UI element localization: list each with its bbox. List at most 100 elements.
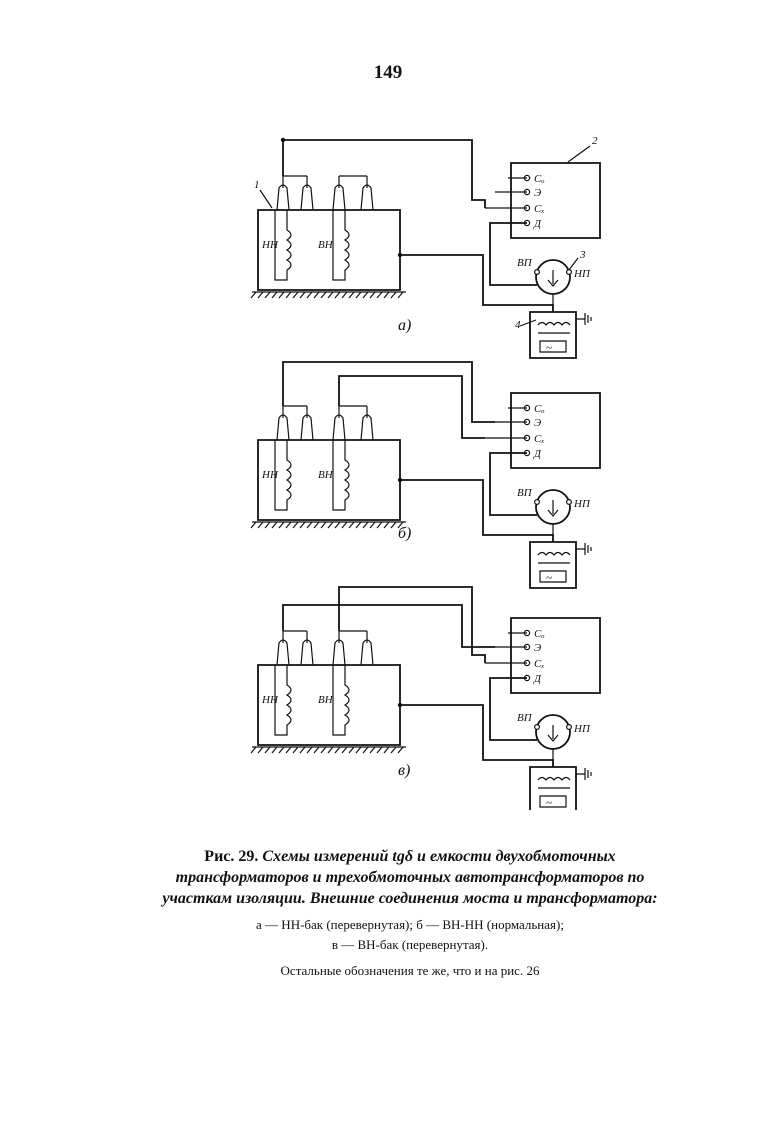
bushing-4 bbox=[360, 639, 374, 666]
transformer-tank bbox=[257, 439, 401, 521]
source-ground bbox=[576, 543, 592, 555]
wire-switch-to-source bbox=[482, 285, 554, 312]
ground-hatch bbox=[250, 521, 257, 529]
transformer-tank bbox=[257, 209, 401, 291]
ground-hatch bbox=[341, 291, 348, 299]
ground-hatch bbox=[341, 746, 348, 754]
ground-hatch bbox=[341, 521, 348, 529]
test-transformer-primary bbox=[537, 776, 571, 781]
switch-vp-label: ВП bbox=[517, 487, 533, 499]
test-transformer-secondary bbox=[539, 795, 567, 808]
bridge-terminal-d-label: Д bbox=[533, 448, 542, 460]
ground-hatch bbox=[334, 746, 341, 754]
switch-terminal-vp bbox=[533, 724, 540, 731]
caption-legend-line-2: в — ВН-бак (перевернутая). bbox=[331, 937, 489, 952]
bushing-2 bbox=[300, 639, 314, 666]
lv-winding-label: НН bbox=[261, 469, 279, 481]
callout-3-leader bbox=[568, 257, 579, 271]
callout-3: 3 bbox=[579, 249, 586, 261]
ground-hatch bbox=[285, 291, 292, 299]
wire-d-to-switch bbox=[489, 452, 537, 516]
ground-hatch bbox=[362, 521, 369, 529]
ground-hatch bbox=[271, 746, 278, 754]
ground-hatch bbox=[271, 521, 278, 529]
switch-arrow bbox=[547, 500, 559, 517]
wire-tank-to-switch bbox=[400, 479, 484, 515]
ground-hatch bbox=[369, 746, 376, 754]
caption-note: Остальные обозначения те же, что и на ри… bbox=[280, 963, 540, 978]
ground-hatch bbox=[376, 746, 383, 754]
switch-terminal-np bbox=[565, 724, 572, 731]
bridge-terminal-co-label: Сₒ bbox=[534, 173, 544, 185]
caption-title: Рис. 29. Схемы измерений tgδ и емкости д… bbox=[150, 846, 670, 909]
ground-hatch bbox=[383, 521, 390, 529]
figure-caption: Рис. 29. Схемы измерений tgδ и емкости д… bbox=[150, 846, 670, 981]
lv-winding bbox=[274, 440, 292, 511]
ground-hatch bbox=[390, 291, 397, 299]
ground-hatch bbox=[320, 521, 327, 529]
ground-hatch bbox=[355, 746, 362, 754]
ground-hatch bbox=[264, 291, 271, 299]
wire-tank-to-switch bbox=[400, 704, 484, 740]
ground-hatch bbox=[348, 521, 355, 529]
ground-hatch bbox=[320, 746, 327, 754]
wire-lv-to-e bbox=[282, 361, 495, 423]
wire-hv-to-cx bbox=[338, 375, 485, 439]
lv-winding-label: НН bbox=[261, 239, 279, 251]
ground-hatch bbox=[390, 521, 397, 529]
switch-vp-label: ВП bbox=[517, 257, 533, 269]
hv-winding bbox=[332, 440, 350, 511]
transformer-tank bbox=[257, 664, 401, 746]
wire-tank-to-switch bbox=[400, 254, 484, 285]
ground-hatch bbox=[376, 291, 383, 299]
ground-hatch bbox=[306, 746, 313, 754]
ground-hatch bbox=[376, 521, 383, 529]
bridge-terminal-cx-label: Сₓ bbox=[534, 658, 544, 670]
ground-hatch bbox=[257, 746, 264, 754]
bridge-terminal-cx-label: Сₓ bbox=[534, 203, 544, 215]
test-transformer-box bbox=[529, 541, 577, 589]
hv-winding bbox=[332, 665, 350, 736]
ground-hatch bbox=[348, 291, 355, 299]
bushing-1 bbox=[276, 639, 290, 666]
ground-hatch bbox=[313, 521, 320, 529]
tank-connection-dot bbox=[397, 252, 403, 258]
ground-hatch bbox=[334, 521, 341, 529]
ground-hatch bbox=[369, 291, 376, 299]
ground-hatch bbox=[299, 746, 306, 754]
switch-np-label: НП bbox=[573, 723, 591, 735]
callout-1-leader bbox=[259, 189, 273, 209]
ground-hatch bbox=[362, 746, 369, 754]
bridge-terminal-co-label: Сₒ bbox=[534, 628, 544, 640]
ground-hatch bbox=[257, 521, 264, 529]
wire-hv-to-cx bbox=[338, 586, 486, 663]
ground-hatch bbox=[278, 746, 285, 754]
lv-winding-label: НН bbox=[261, 694, 279, 706]
bridge-box bbox=[510, 392, 601, 469]
bridge-terminal-e-label: Э bbox=[534, 417, 541, 429]
ground-hatch bbox=[264, 746, 271, 754]
page-number: 149 bbox=[373, 62, 403, 83]
ground-hatch bbox=[306, 291, 313, 299]
ground-hatch bbox=[390, 746, 397, 754]
source-ground bbox=[576, 313, 592, 325]
switch-terminal-vp bbox=[533, 499, 540, 506]
caption-figure-number: Рис. 29. bbox=[204, 848, 259, 865]
wire-lv-to-cx bbox=[282, 139, 486, 208]
bridge-terminal-d-label: Д bbox=[533, 673, 542, 685]
ground-hatch bbox=[355, 291, 362, 299]
ground-hatch bbox=[278, 521, 285, 529]
bushing-1 bbox=[276, 184, 290, 211]
bushing-3 bbox=[332, 184, 346, 211]
ground-hatch bbox=[369, 521, 376, 529]
bushing-2 bbox=[300, 414, 314, 441]
ground-hatch bbox=[271, 291, 278, 299]
test-transformer-primary bbox=[537, 321, 571, 326]
test-transformer-box bbox=[529, 766, 577, 810]
switch-terminal-np bbox=[565, 269, 572, 276]
ground-hatch bbox=[348, 746, 355, 754]
switch-terminal-np bbox=[565, 499, 572, 506]
bushing-3 bbox=[332, 414, 346, 441]
